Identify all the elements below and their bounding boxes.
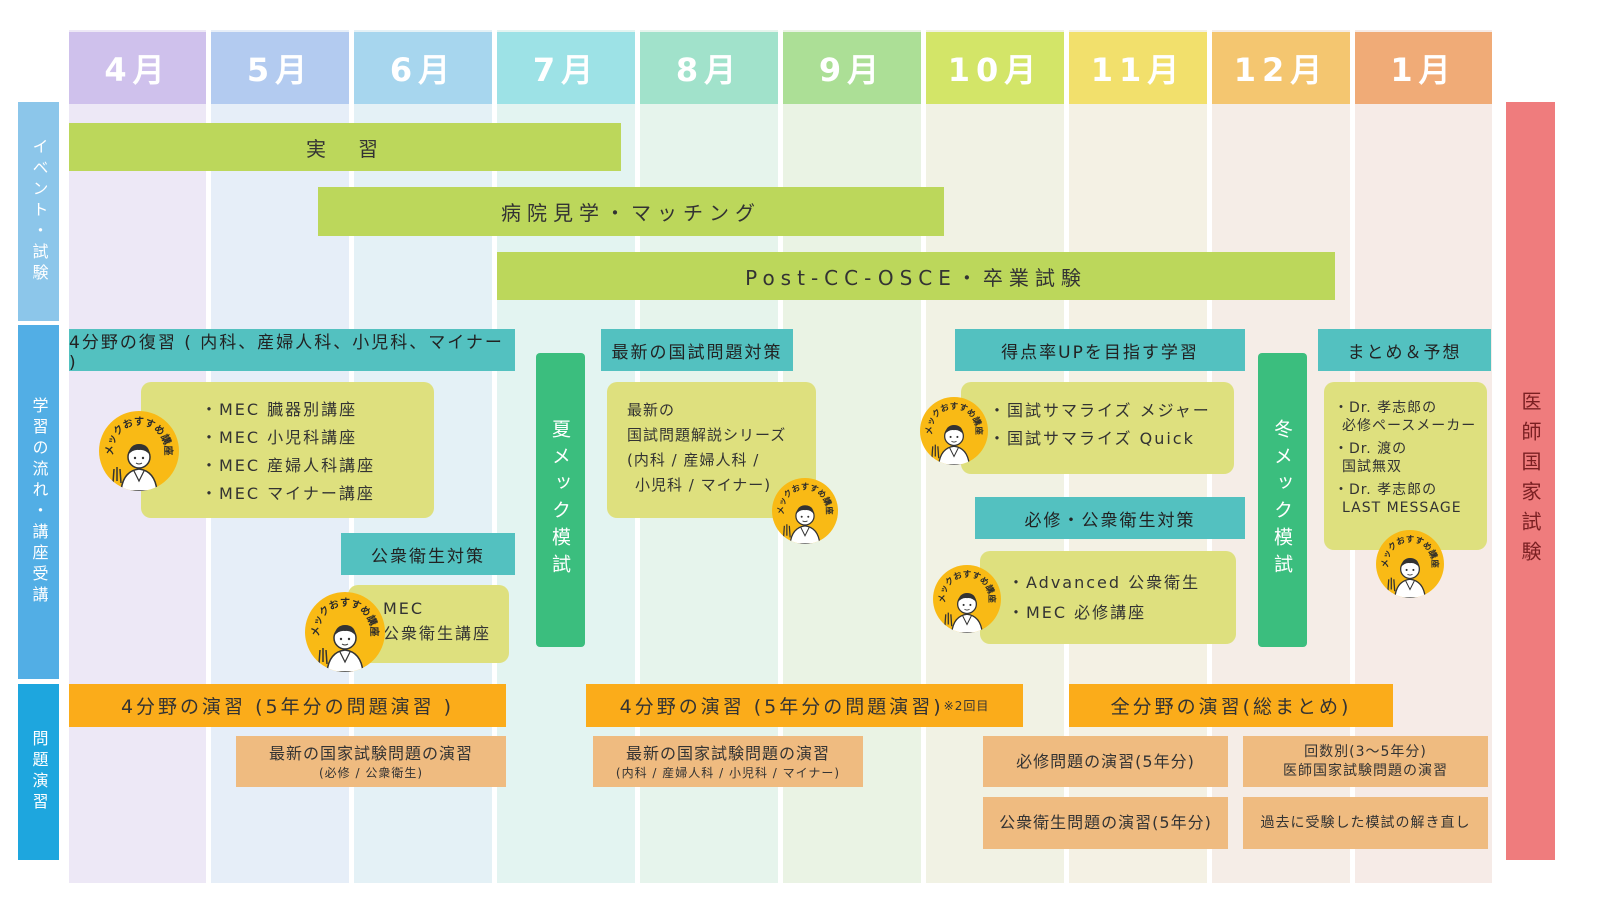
review-header: 4分野の復習 ( 内科、産婦人科、小児科、マイナー )	[69, 329, 515, 373]
practice-box-sub: (内科 / 産婦人科 / 小児科 / マイナー)	[615, 765, 841, 780]
month-header-apr: 4月	[69, 32, 206, 104]
month-header-sep: 9月	[783, 32, 921, 104]
practice-box-title: 回数別(3～5年分)	[1304, 743, 1427, 760]
tokuten-course-item: ・国試サマライズ Quick	[989, 429, 1195, 448]
matome-course-item: 必修ペースメーカー	[1342, 417, 1477, 434]
review-course-item: ・MEC 産婦人科講座	[201, 456, 376, 475]
doctor-avatar-icon: メックおすすめ講座	[938, 570, 997, 633]
practice-box-latest-4fields: 最新の国家試験問題の演習 (内科 / 産婦人科 / 小児科 / マイナー)	[593, 736, 863, 787]
month-header-nov: 11月	[1069, 32, 1207, 104]
final-exam-label: 医師国家試験	[1518, 391, 1542, 571]
latest-header: 最新の国試問題対策	[601, 329, 793, 371]
practice-box-latest-hisshu: 最新の国家試験問題の演習 (必修 / 公衆衛生)	[236, 736, 506, 787]
month-header-aug: 8月	[640, 32, 778, 104]
matome-header: まとめ＆予想	[1318, 329, 1491, 371]
practice-bar-2-note: ※2回目	[943, 699, 990, 713]
event-bar-kengaku: 病院見学・マッチング	[318, 187, 944, 236]
recommended-badge: メックおすすめ講座	[99, 411, 179, 491]
latest-course-item: 最新の	[627, 401, 676, 419]
latest-course-item: 国試問題解説シリーズ	[627, 426, 787, 444]
tokuten-course-item: ・国試サマライズ メジャー	[989, 401, 1211, 420]
matome-course-item: 国試無双	[1342, 458, 1402, 475]
review-course-box: ・MEC 臓器別講座 ・MEC 小児科講座 ・MEC 産婦人科講座 ・MEC マ…	[141, 382, 434, 518]
review-course-item: ・MEC 小児科講座	[201, 428, 358, 447]
hisshu-course-item: ・MEC 必修講座	[1008, 603, 1147, 622]
final-exam-tab: 医師国家試験	[1506, 102, 1555, 860]
latest-course-item: (内科 / 産婦人科 /	[627, 451, 760, 469]
practice-box-koshu: 公衆衛生問題の演習(5年分)	[983, 797, 1228, 849]
recommended-badge: メックおすすめ講座	[920, 397, 988, 465]
hisshu-course-item: ・Advanced 公衆衛生	[1008, 573, 1201, 592]
matome-course-item: ・Dr. 孝志郎の	[1334, 400, 1438, 416]
matome-course-item: LAST MESSAGE	[1342, 499, 1462, 516]
practice-box-mock-review: 過去に受験した模試の解き直し	[1243, 797, 1488, 849]
practice-box-sub: (必修 / 公衆衛生)	[318, 765, 424, 780]
doctor-avatar-icon: メックおすすめ講座	[310, 597, 381, 672]
month-header-oct: 10月	[926, 32, 1064, 104]
tokuten-course-box: ・国試サマライズ メジャー ・国試サマライズ Quick	[961, 382, 1234, 474]
koshu-header: 公衆衛生対策	[341, 533, 515, 575]
practice-box-sub: 医師国家試験問題の演習	[1283, 762, 1448, 779]
section-tab-courses: 学習の流れ・講座受講	[18, 325, 59, 679]
doctor-avatar-icon: メックおすすめ講座	[925, 402, 984, 465]
month-header-jul: 7月	[497, 32, 635, 104]
practice-box-title: 最新の国家試験問題の演習	[625, 743, 830, 763]
doctor-avatar-icon: メックおすすめ講座	[104, 416, 175, 491]
review-course-item: ・MEC マイナー講座	[201, 484, 375, 503]
practice-box-kaisu: 回数別(3～5年分) 医師国家試験問題の演習	[1243, 736, 1488, 787]
practice-bar-2: 4分野の演習 (5年分の問題演習)※2回目	[586, 684, 1023, 727]
practice-bar-2-label: 4分野の演習 (5年分の問題演習)	[619, 696, 944, 718]
latest-course-item: 小児科 / マイナー)	[635, 476, 772, 494]
hisshu-header: 必修・公衆衛生対策	[975, 497, 1245, 539]
month-header-jan: 1月	[1355, 32, 1492, 104]
practice-box-title: 公衆衛生問題の演習(5年分)	[999, 813, 1212, 832]
summer-mock-label: 夏メック模試	[549, 419, 571, 581]
event-bar-osce: Post-CC-OSCE・卒業試験	[497, 252, 1335, 300]
recommended-badge: メックおすすめ講座	[772, 478, 838, 544]
month-header-dec: 12月	[1212, 32, 1350, 104]
hisshu-course-box: ・Advanced 公衆衛生 ・MEC 必修講座	[980, 551, 1236, 644]
winter-mock-exam: 冬メック模試	[1258, 353, 1307, 647]
practice-box-title: 必修問題の演習(5年分)	[1016, 751, 1195, 771]
summer-mock-exam: 夏メック模試	[536, 353, 585, 647]
section-tab-practice: 問題演習	[18, 684, 59, 860]
review-course-item: ・MEC 臓器別講座	[201, 400, 358, 419]
section-tab-events: イベント・試験	[18, 102, 59, 321]
section-tab-courses-label: 学習の流れ・講座受講	[29, 397, 49, 607]
recommended-badge: メックおすすめ講座	[1376, 530, 1444, 598]
practice-box-title: 最新の国家試験問題の演習	[268, 743, 473, 763]
month-header-may: 5月	[211, 32, 349, 104]
practice-box-hisshu: 必修問題の演習(5年分)	[983, 736, 1228, 787]
doctor-avatar-icon: メックおすすめ講座	[775, 482, 835, 544]
matome-course-item: ・Dr. 渡の	[1334, 441, 1408, 457]
koshu-course-item: MEC	[383, 599, 425, 618]
practice-bar-3: 全分野の演習(総まとめ)	[1069, 684, 1393, 727]
tokuten-header: 得点率UPを目指す学習	[955, 329, 1245, 371]
winter-mock-label: 冬メック模試	[1271, 419, 1293, 581]
matome-course-box: ・Dr. 孝志郎の 必修ペースメーカー ・Dr. 渡の 国試無双 ・Dr. 孝志…	[1324, 382, 1487, 550]
section-tab-practice-label: 問題演習	[29, 730, 49, 814]
doctor-avatar-icon: メックおすすめ講座	[1381, 535, 1440, 598]
event-bar-jisshu: 実 習	[69, 123, 621, 171]
practice-box-title: 過去に受験した模試の解き直し	[1260, 815, 1471, 831]
section-tab-events-label: イベント・試験	[29, 138, 49, 285]
practice-bar-1: 4分野の演習 (5年分の問題演習 )	[69, 684, 506, 727]
recommended-badge: メックおすすめ講座	[933, 565, 1001, 633]
recommended-badge: メックおすすめ講座	[305, 592, 385, 672]
month-header-jun: 6月	[354, 32, 492, 104]
matome-course-item: ・Dr. 孝志郎の	[1334, 482, 1438, 498]
koshu-course-item: 公衆衛生講座	[383, 624, 492, 643]
